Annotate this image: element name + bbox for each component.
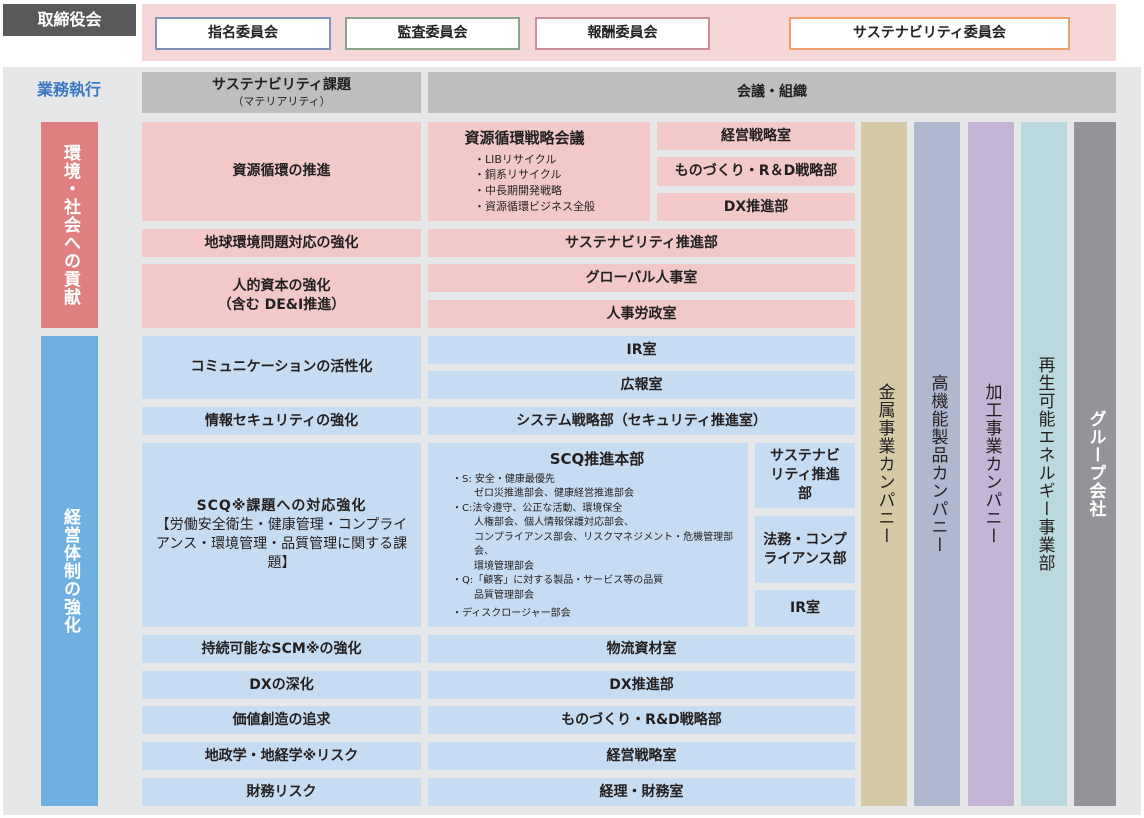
scq-line: ・Q:「顧客」に対する製品・サービス等の品質 [452,575,664,587]
committee-sustainability: サステナビリティ委員会 [789,17,1070,50]
scq-side-sustainability: サステナビリティ推進部 [755,443,855,508]
org-corporate-strategy: 経営戦略室 [657,122,855,150]
org-accounting-finance: 経理・財務室 [428,778,855,806]
resource-council-item: ・中長期開発戦略 [474,184,562,198]
org-global-hr: グローバル人事室 [428,264,855,292]
resource-council-title: 資源循環戦略会議 [464,128,585,147]
company-group: グループ会社 [1074,122,1116,806]
org-sustainability: サステナビリティ推進部 [428,229,855,257]
org-hr-labor: 人事労政室 [428,300,855,328]
committee-audit: 監査委員会 [345,17,520,50]
board-label: 取締役会 [3,4,136,36]
scq-title: SCQ推進本部 [549,450,645,468]
scq-line: ・ディスクロージャー部会 [452,608,571,620]
committee-nomination: 指名委員会 [155,17,331,50]
resource-council: 資源循環戦略会議 ・LIBリサイクル ・銅系リサイクル ・中長期開発戦略 ・資源… [428,122,650,221]
header-issue-sub: （マテリアリティ） [232,94,331,108]
header-issue: サステナビリティ課題（マテリアリティ） [142,72,421,113]
issue-value-creation: 価値創造の追求 [142,706,421,734]
company-renewable-energy: 再生可能エネルギー事業部 [1021,122,1067,806]
issue-human-capital-sub: （含む DE&I推進） [217,297,346,313]
issue-info-security: 情報セキュリティの強化 [142,407,421,435]
scq-headquarters: SCQ推進本部 ・S: 安全・健康最優先 ゼロ災推進部会、健康経営推進部会 ・C… [428,443,748,627]
org-logistics: 物流資材室 [428,635,855,663]
issue-geopolitical-risk: 地政学・地経学※リスク [142,742,421,770]
category-governance: 経営体制の強化 [41,336,98,806]
org-dx: DX推進部 [657,193,855,221]
issue-human-capital: 人的資本の強化 （含む DE&I推進） [142,264,421,328]
scq-line: コンプライアンス部会、リスクマネジメント・危機管理部会、 [474,531,734,558]
issue-global-environment: 地球環境問題対応の強化 [142,229,421,257]
scq-line: ・C:法令遵守、公正な活動、環境保全 [452,502,623,514]
issue-scq-detail: 【労働安全衛生・健康管理・コンプライアンス・環境管理・品質管理に関する課題】 [155,517,408,571]
company-fabrication: 加工事業カンパニー [968,122,1014,806]
company-functional-products: 高機能製品カンパニー [914,122,960,806]
scq-side-legal-compliance: 法務・コンプライアンス部 [755,516,855,583]
scq-line: 環境管理部会 [474,560,534,572]
org-system-strategy: システム戦略部（セキュリティ推進室） [428,407,855,435]
org-monozukuri-rd-2: ものづくり・R&D戦略部 [428,706,855,734]
issue-scm: 持続可能なSCM※の強化 [142,635,421,663]
org-corporate-strategy-2: 経営戦略室 [428,742,855,770]
org-pr: 広報室 [428,371,855,399]
header-org: 会議・組織 [428,72,1116,113]
scq-line: ゼロ災推進部会、健康経営推進部会 [474,488,634,500]
issue-dx: DXの深化 [142,671,421,699]
scq-line: 品質管理部会 [474,589,534,601]
issue-human-capital-title: 人的資本の強化 [232,278,331,295]
issue-financial-risk: 財務リスク [142,778,421,806]
resource-council-item: ・資源循環ビジネス全般 [474,200,595,214]
header-issue-title: サステナビリティ課題 [212,76,351,93]
issue-resource-circulation: 資源循環の推進 [142,122,421,221]
resource-council-item: ・LIBリサイクル [474,152,557,166]
committee-compensation: 報酬委員会 [535,17,710,50]
issue-scq: SCQ※課題への対応強化【労働安全衛生・健康管理・コンプライアンス・環境管理・品… [142,443,421,627]
org-monozukuri-rd: ものづくり・R＆D戦略部 [657,157,855,186]
scq-line: 人権部会、個人情報保護対応部会、 [474,517,634,529]
org-ir: IR室 [428,336,855,364]
category-environment-society: 環境・社会への貢献 [41,122,98,328]
org-dx-2: DX推進部 [428,671,855,699]
company-metals: 金属事業カンパニー [861,122,907,806]
scq-line: ・S: 安全・健康最優先 [452,473,555,485]
issue-communication: コミュニケーションの活性化 [142,336,421,399]
resource-council-item: ・銅系リサイクル [474,168,562,182]
issue-scq-title: SCQ※課題への対応強化 [196,498,367,515]
scq-side-ir: IR室 [755,590,855,627]
execution-label: 業務執行 [36,80,101,100]
